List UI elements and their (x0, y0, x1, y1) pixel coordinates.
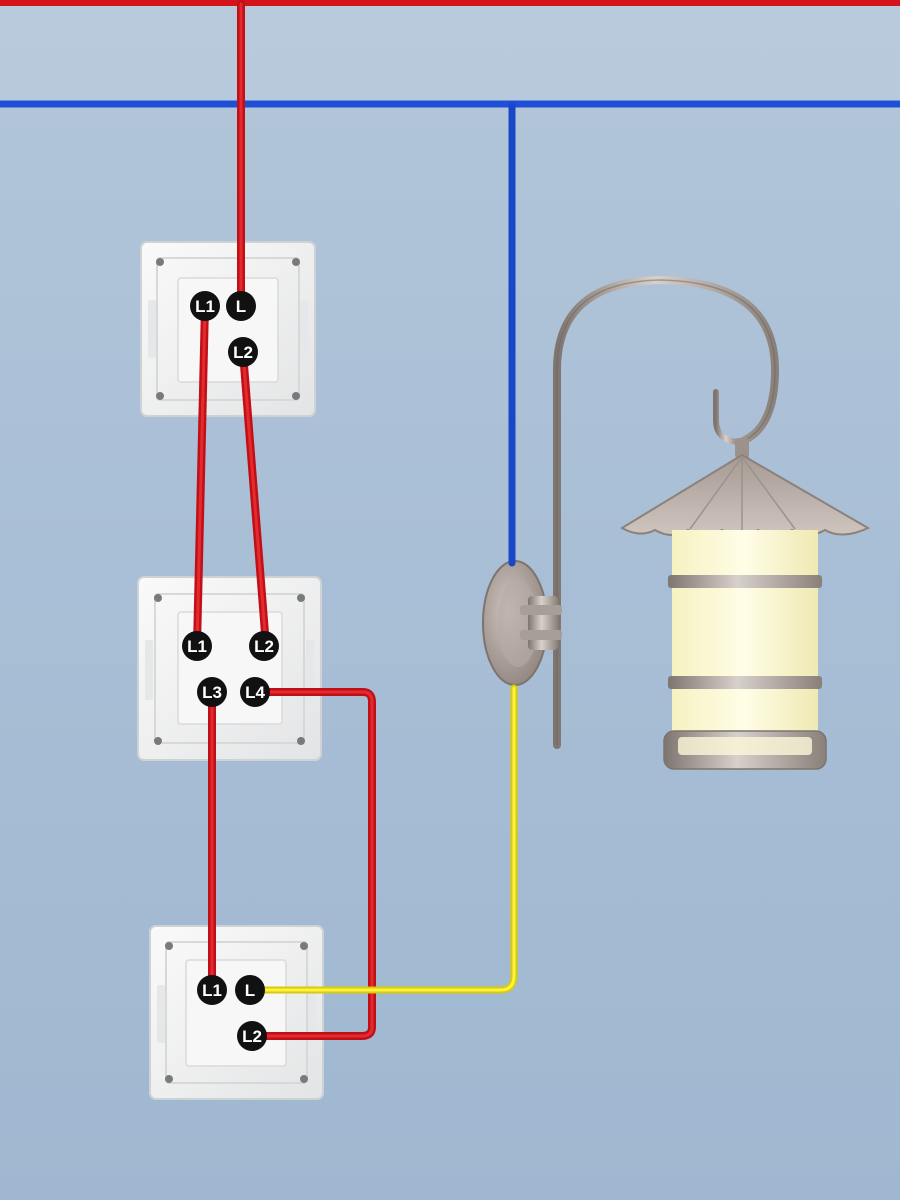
terminal-bottom-l: L (235, 975, 265, 1005)
intermediate-switch[interactable] (137, 576, 322, 761)
two-way-switch-top[interactable] (140, 241, 316, 417)
svg-text:L4: L4 (245, 683, 265, 702)
svg-text:L: L (236, 297, 246, 316)
terminal-bottom-l1: L1 (197, 975, 227, 1005)
svg-text:L: L (245, 981, 255, 1000)
svg-text:L3: L3 (202, 683, 222, 702)
terminal-mid-l4: L4 (240, 677, 270, 707)
lantern-glass (663, 530, 827, 770)
svg-text:L2: L2 (242, 1027, 262, 1046)
terminal-mid-l3: L3 (197, 677, 227, 707)
lantern-wall-mount (482, 560, 562, 686)
terminal-mid-l1: L1 (182, 631, 212, 661)
terminal-bottom-l2: L2 (237, 1021, 267, 1051)
lantern-roof (620, 438, 871, 536)
terminal-top-l1: L1 (190, 291, 220, 321)
svg-text:L1: L1 (202, 981, 222, 1000)
wall-lantern (482, 275, 871, 770)
terminal-top-l2: L2 (228, 337, 258, 367)
svg-text:L2: L2 (233, 343, 253, 362)
svg-text:L2: L2 (254, 637, 274, 656)
svg-text:L1: L1 (187, 637, 207, 656)
terminal-mid-l2: L2 (249, 631, 279, 661)
two-way-switch-bottom[interactable] (149, 925, 324, 1100)
svg-text:L1: L1 (195, 297, 215, 316)
terminal-top-l: L (226, 291, 256, 321)
